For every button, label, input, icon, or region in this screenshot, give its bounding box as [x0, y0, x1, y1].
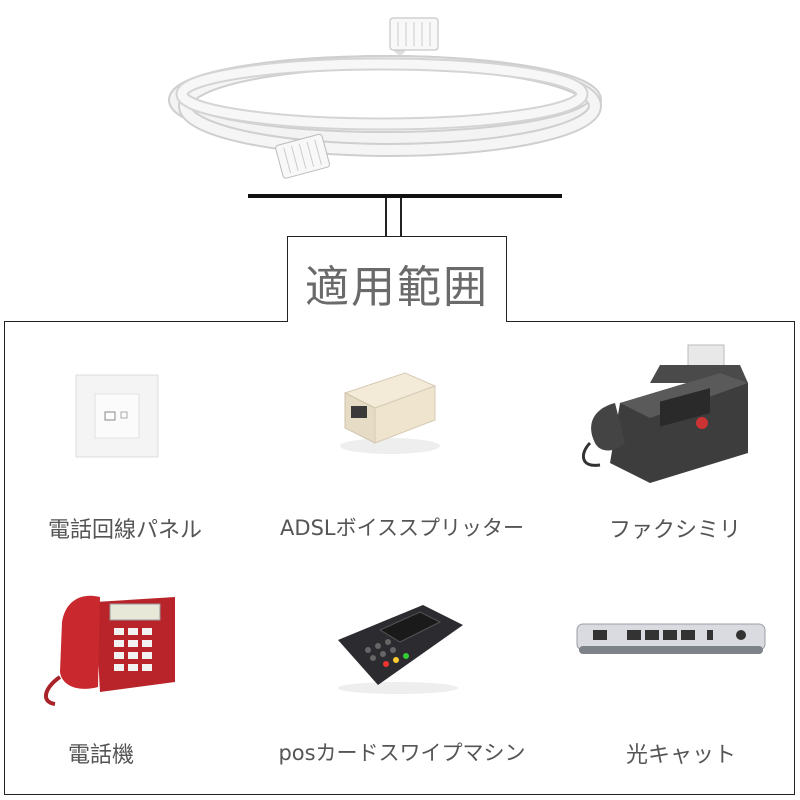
connector-line-left: [385, 198, 387, 236]
item-label-wall-panel: 電話回線パネル: [47, 518, 202, 543]
item-label-telephone: 電話機: [67, 743, 134, 768]
telephone-cable-image: [168, 17, 602, 179]
item-label-adsl-splitter: ADSLボイススプリッター: [280, 516, 524, 540]
wall-phone-jack-icon: [75, 374, 159, 458]
adsl-splitter-icon: [340, 372, 440, 454]
connector-line-right: [400, 198, 402, 236]
connector-bar: [248, 194, 562, 198]
item-label-pos-terminal: posカードスワイプマシン: [278, 741, 526, 765]
item-label-fax: ファクシミリ: [608, 518, 741, 543]
item-label-optical-modem: 光キャット: [625, 743, 736, 768]
page-title: 適用範囲: [305, 262, 489, 313]
telephone-icon: [44, 595, 175, 706]
fax-machine-icon: [581, 344, 748, 483]
optical-modem-icon: [576, 623, 766, 654]
title-box: 適用範囲: [287, 236, 507, 322]
pos-terminal-icon: [338, 605, 463, 694]
